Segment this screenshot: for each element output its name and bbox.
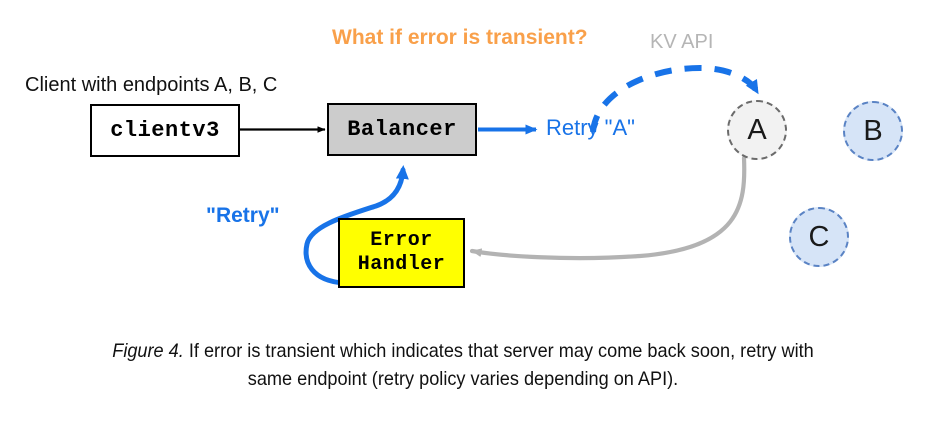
error-handler-line-1: Error bbox=[370, 229, 433, 253]
kv-api-label: KV API bbox=[650, 31, 714, 53]
endpoint-circle-a[interactable]: A bbox=[727, 100, 787, 160]
client-endpoints-note: Client with endpoints A, B, C bbox=[25, 74, 278, 96]
edge-endpoint-a-to-error-handler bbox=[469, 155, 747, 261]
figure-caption-text: If error is transient which indicates th… bbox=[183, 340, 814, 391]
retry-signal-label: "Retry" bbox=[206, 204, 280, 227]
endpoint-circle-b[interactable]: B bbox=[843, 101, 903, 161]
retry-endpoint-label: Retry "A" bbox=[546, 115, 635, 140]
clientv3-node[interactable]: clientv3 bbox=[90, 104, 240, 157]
edge-request-arc-to-endpoint-a bbox=[590, 64, 759, 133]
endpoint-circle-c[interactable]: C bbox=[789, 207, 849, 267]
figure-caption: Figure 4. If error is transient which in… bbox=[91, 337, 835, 394]
headline-question: What if error is transient? bbox=[332, 26, 588, 49]
balancer-node[interactable]: Balancer bbox=[327, 103, 477, 156]
figure-number: Figure 4. bbox=[112, 340, 184, 362]
error-handler-line-2: Handler bbox=[357, 253, 446, 276]
edge-error-handler-to-balancer bbox=[303, 165, 409, 286]
